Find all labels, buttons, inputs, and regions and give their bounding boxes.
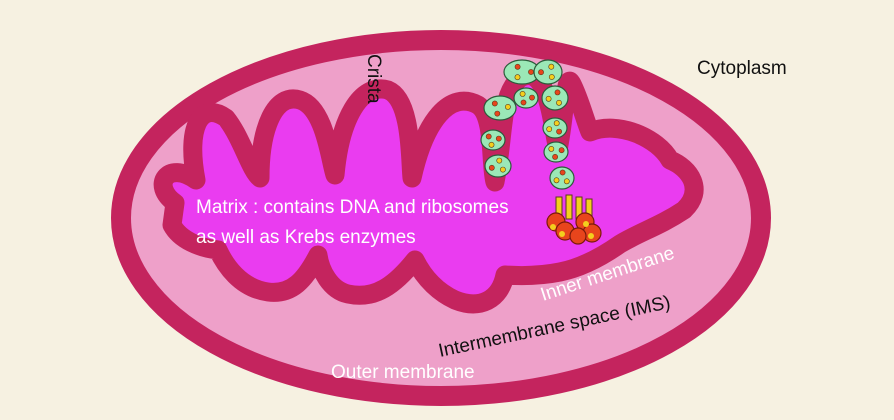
green-complex-dot xyxy=(496,157,503,164)
green-complex-dot xyxy=(504,104,511,110)
green-complex-dot xyxy=(545,95,552,102)
green-complex-dot xyxy=(514,63,521,70)
green-complex-dot xyxy=(548,63,555,70)
green-complex-dot xyxy=(499,166,506,173)
green-complex-dot xyxy=(485,133,492,140)
green-complex-dot xyxy=(491,100,498,107)
green-complex-dot xyxy=(546,126,553,133)
green-complex-dot xyxy=(488,141,495,148)
green-complex-dot xyxy=(488,164,495,171)
green-complex-dot xyxy=(494,110,501,117)
green-complex-dot xyxy=(520,99,527,106)
green-complex xyxy=(483,95,517,121)
green-complex-dot xyxy=(552,153,558,160)
green-complex-dot xyxy=(553,120,560,127)
green-complex-dot xyxy=(519,91,526,97)
atp-synthase-icon xyxy=(546,194,602,245)
atp-synthase-heads xyxy=(546,212,602,245)
green-complex-dot xyxy=(514,74,521,81)
outer-membrane-label: Outer membrane xyxy=(331,362,475,383)
green-complex-dot xyxy=(563,178,570,185)
green-complex-dot xyxy=(548,74,555,80)
green-complex-dot xyxy=(538,69,544,76)
green-complex-dot xyxy=(558,147,565,154)
green-complex-dot xyxy=(554,89,561,96)
green-complex-dot xyxy=(553,177,560,184)
green-complex-dot xyxy=(528,69,534,75)
matrix-label-line1: Matrix : contains DNA and ribosomes xyxy=(196,197,509,218)
green-complex-dot xyxy=(529,94,535,101)
crista-label: Crista xyxy=(363,54,384,104)
green-complex-dot xyxy=(556,128,562,135)
green-complex-dot xyxy=(495,135,502,142)
green-complex xyxy=(533,59,563,85)
cytoplasm-label: Cytoplasm xyxy=(697,58,787,79)
green-complex-dot xyxy=(559,169,566,176)
matrix-label-line2: as well as Krebs enzymes xyxy=(196,227,416,248)
green-protein-complex-icon xyxy=(480,59,575,190)
atp-synthase-stalks xyxy=(555,194,593,220)
green-complex-dot xyxy=(556,99,562,106)
green-complex-dot xyxy=(548,145,555,152)
